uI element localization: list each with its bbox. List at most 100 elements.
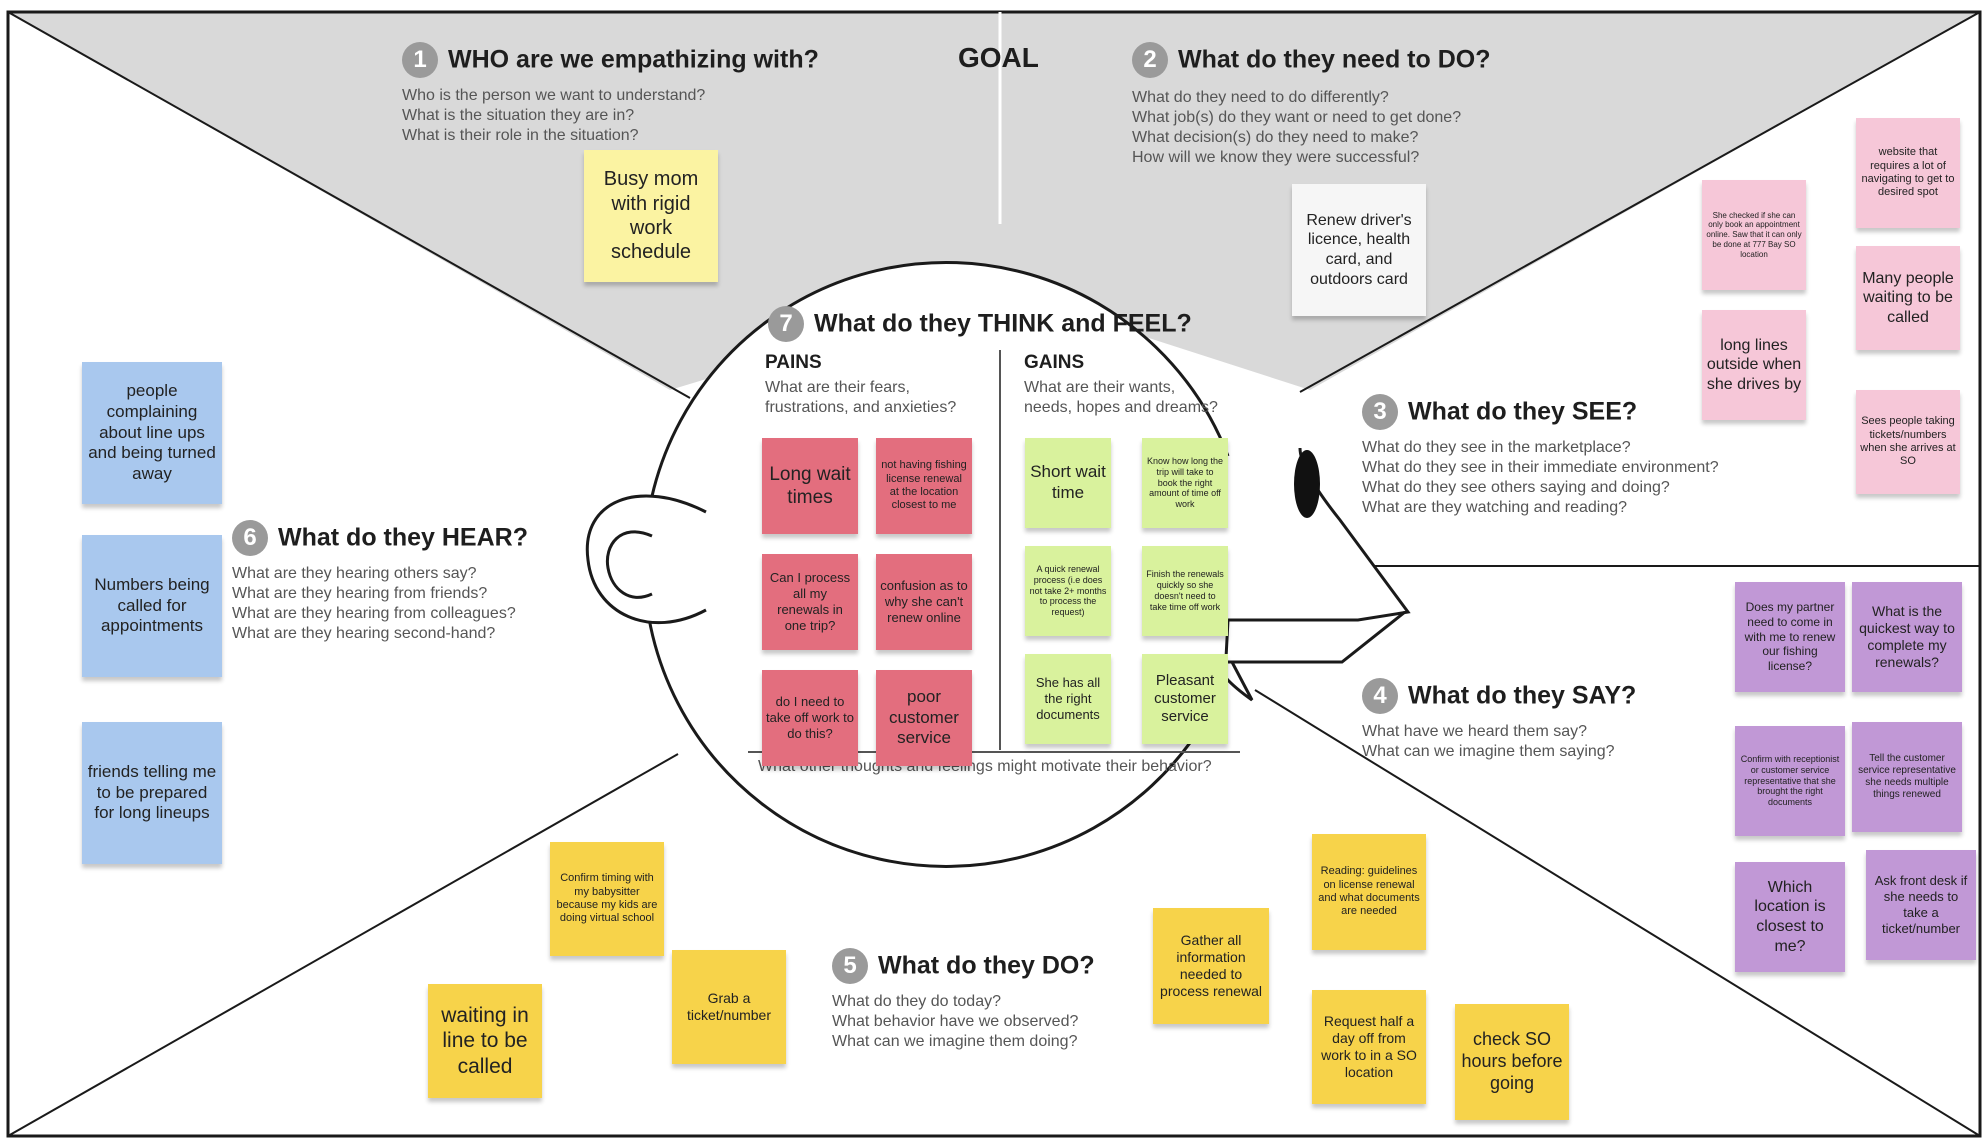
section-questions: What do they do today? What behavior hav… (832, 992, 1095, 1052)
sticky-note-say[interactable]: Which location is closest to me? (1735, 862, 1845, 972)
sticky-note-gain[interactable]: She has all the right documents (1025, 654, 1111, 744)
section-questions: What do they need to do differently? Wha… (1132, 88, 1491, 168)
question: What do they need to do differently? (1132, 89, 1389, 106)
sticky-note-gain[interactable]: A quick renewal process (i.e does not ta… (1025, 546, 1111, 636)
section-title: What do they SAY? (1408, 681, 1637, 710)
question: What behavior have we observed? (832, 1013, 1079, 1030)
section-need-to-do: 2 What do they need to DO? What do they n… (1132, 42, 1491, 168)
sticky-note-hear[interactable]: friends telling me to be prepared for lo… (82, 722, 222, 864)
section-title: What do they SEE? (1408, 397, 1638, 426)
sticky-note-gain[interactable]: Finish the renewals quickly so she doesn… (1142, 546, 1228, 636)
diagonal-bottom-left (7, 753, 679, 1137)
question: What do they see in their immediate envi… (1362, 459, 1719, 476)
question: What are they hearing from colleagues? (232, 605, 516, 622)
pains-title: PAINS (765, 352, 822, 373)
question: What job(s) do they want or need to get … (1132, 109, 1462, 126)
gains-header: GAINS What are their wants, needs, hopes… (1024, 352, 1218, 418)
sticky-note-pain[interactable]: poor customer service (876, 670, 972, 766)
diagonal-top-left (7, 11, 691, 399)
question: What are they hearing others say? (232, 565, 477, 582)
sticky-note-do[interactable]: check SO hours before going (1455, 1004, 1569, 1120)
section-title: What do they DO? (878, 951, 1095, 980)
description-line: frustrations, and anxieties? (765, 399, 957, 416)
sticky-note-do[interactable]: waiting in line to be called (428, 984, 542, 1098)
section-title: What do they need to DO? (1178, 45, 1491, 74)
section-questions: Who is the person we want to understand?… (402, 86, 819, 146)
sticky-note-do[interactable]: Gather all information needed to process… (1153, 908, 1269, 1024)
sticky-note-see[interactable]: She checked if she can only book an appo… (1702, 180, 1806, 290)
pains-description: What are their fears, frustrations, and … (765, 378, 956, 418)
section-number-badge: 7 (768, 306, 804, 342)
sticky-note-do[interactable]: Grab a ticket/number (672, 950, 786, 1064)
question: What can we imagine them doing? (832, 1033, 1078, 1050)
section-number-badge: 3 (1362, 394, 1398, 430)
question: What do they see in the marketplace? (1362, 439, 1631, 456)
sticky-note-say[interactable]: Tell the customer service representative… (1852, 722, 1962, 832)
sticky-note-gain[interactable]: Pleasant customer service (1142, 654, 1228, 744)
sticky-note-pain[interactable]: confusion as to why she can't renew onli… (876, 554, 972, 650)
sticky-note-goal[interactable]: Renew driver's licence, health card, and… (1292, 184, 1426, 316)
description-line: What are their wants, (1024, 379, 1176, 396)
goal-label: GOAL (958, 42, 1039, 73)
mouth-line (1228, 610, 1406, 664)
sticky-note-do[interactable]: Reading: guidelines on license renewal a… (1312, 834, 1426, 950)
sticky-note-gain[interactable]: Know how long the trip will take to book… (1142, 438, 1228, 528)
section-think-feel: 7 What do they THINK and FEEL? (768, 306, 1192, 342)
pains-header: PAINS What are their fears, frustrations… (765, 352, 956, 418)
sticky-note-pain[interactable]: Long wait times (762, 438, 858, 534)
section-number-badge: 4 (1362, 678, 1398, 714)
section-questions: What are they hearing others say? What a… (232, 564, 528, 644)
diagonal-top-right (1299, 11, 1981, 393)
sticky-note-see[interactable]: website that requires a lot of navigatin… (1856, 118, 1960, 228)
sticky-note-pain[interactable]: Can I process all my renewals in one tri… (762, 554, 858, 650)
question: What can we imagine them saying? (1362, 743, 1615, 760)
sticky-note-say[interactable]: Ask front desk if she needs to take a ti… (1866, 850, 1976, 960)
sticky-note-see[interactable]: Sees people taking tickets/numbers when … (1856, 390, 1960, 494)
section-number-badge: 1 (402, 42, 438, 78)
question: What is the situation they are in? (402, 107, 635, 124)
question: What are they hearing second-hand? (232, 625, 496, 642)
sticky-note-hear[interactable]: Numbers being called for appointments (82, 535, 222, 677)
question: What do they see others saying and doing… (1362, 479, 1670, 496)
sticky-note-do[interactable]: Confirm timing with my babysitter becaus… (550, 842, 664, 956)
ear-outline (585, 494, 707, 625)
sticky-note-hear[interactable]: people complaining about line ups and be… (82, 362, 222, 504)
section-number-badge: 5 (832, 948, 868, 984)
sticky-note-who[interactable]: Busy mom with rigid work schedule (584, 150, 718, 282)
question: What are they watching and reading? (1362, 499, 1628, 516)
section-title: What do they HEAR? (278, 523, 528, 552)
section-title: WHO are we empathizing with? (448, 45, 819, 74)
section-do-today: 5 What do they DO? What do they do today?… (832, 948, 1095, 1052)
sticky-note-gain[interactable]: Short wait time (1025, 438, 1111, 528)
sticky-note-pain[interactable]: do I need to take off work to do this? (762, 670, 858, 766)
question: What is their role in the situation? (402, 127, 639, 144)
description-line: What are their fears, (765, 379, 910, 396)
eye-icon (1294, 450, 1320, 518)
question: What decision(s) do they need to make? (1132, 129, 1419, 146)
motivate-question: What other thoughts and feelings might m… (758, 758, 1212, 775)
section-see: 3 What do they SEE? What do they see in t… (1362, 394, 1719, 518)
question: How will we know they were successful? (1132, 149, 1420, 166)
sticky-note-pain[interactable]: not having fishing license renewal at th… (876, 438, 972, 534)
sticky-note-see[interactable]: long lines outside when she drives by (1702, 310, 1806, 420)
gains-description: What are their wants, needs, hopes and d… (1024, 378, 1218, 418)
section-questions: What do they see in the marketplace? Wha… (1362, 438, 1719, 518)
outer-frame (6, 10, 1982, 1138)
sticky-note-do[interactable]: Request half a day off from work to in a… (1312, 990, 1426, 1104)
sticky-note-say[interactable]: Does my partner need to come in with me … (1735, 582, 1845, 692)
sticky-note-say[interactable]: Confirm with receptionist or customer se… (1735, 726, 1845, 836)
sticky-note-say[interactable]: What is the quickest way to complete my … (1852, 582, 1962, 692)
goal-band (8, 12, 1980, 390)
section-questions: What have we heard them say? What can we… (1362, 722, 1636, 762)
section-say: 4 What do they SAY? What have we heard th… (1362, 678, 1636, 762)
section-title: What do they THINK and FEEL? (814, 309, 1192, 338)
diagonal-bottom-right (1254, 689, 1981, 1137)
section-number-badge: 2 (1132, 42, 1168, 78)
question: Who is the person we want to understand? (402, 87, 706, 104)
section-who: 1 WHO are we empathizing with? Who is the… (402, 42, 819, 146)
sticky-note-see[interactable]: Many people waiting to be called (1856, 246, 1960, 350)
question: What have we heard them say? (1362, 723, 1588, 740)
ear-inner (605, 530, 653, 599)
